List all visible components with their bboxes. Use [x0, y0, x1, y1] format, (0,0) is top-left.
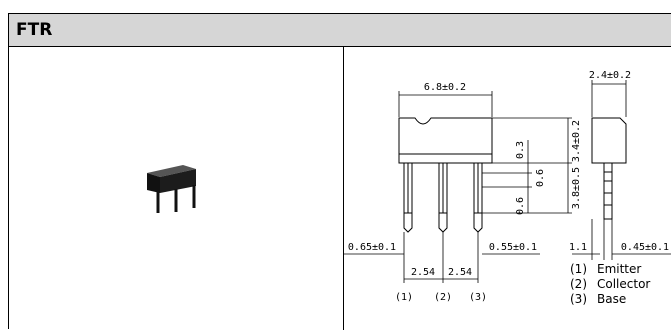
dim-body-width: 6.8±0.2 [424, 82, 466, 93]
panel-divider [343, 47, 344, 330]
legend-num-3: (3) [570, 292, 587, 306]
dim-gap-06a: 0.6 [535, 169, 546, 187]
side-dimension-lines [572, 80, 671, 260]
legend-num-2: (2) [570, 277, 587, 291]
dim-pitch-2: 2.54 [448, 267, 472, 278]
front-view-leads [403, 162, 483, 233]
package-frame: FTR [8, 13, 671, 330]
dim-lead-right: 0.55±0.1 [489, 242, 537, 253]
front-view-body [398, 117, 493, 164]
dim-body-height: 3.4±0.2 [571, 120, 582, 162]
dim-side-lead: 0.45±0.1 [621, 242, 669, 253]
dim-pitch-1: 2.54 [411, 267, 435, 278]
dim-gap-03: 0.3 [515, 141, 526, 159]
pin-label-2: (2) [434, 292, 452, 303]
dim-lead-length: 3.8±0.5 [571, 167, 582, 209]
dim-side-11: 1.1 [569, 242, 587, 253]
legend-name-1: Emitter [597, 262, 641, 276]
legend-num-1: (1) [570, 262, 587, 276]
dim-gap-06b: 0.6 [515, 197, 526, 215]
component-3d-image [147, 165, 196, 213]
front-dimension-lines [344, 91, 572, 283]
side-view [591, 117, 627, 220]
package-title: FTR [16, 20, 53, 40]
dim-lead-left: 0.65±0.1 [348, 242, 396, 253]
legend-name-2: Collector [597, 277, 650, 291]
pin-label-3: (3) [469, 292, 487, 303]
dim-side-width: 2.4±0.2 [589, 70, 631, 81]
pin-label-1: (1) [395, 292, 413, 303]
package-header: FTR [9, 14, 671, 47]
legend-name-3: Base [597, 292, 626, 306]
